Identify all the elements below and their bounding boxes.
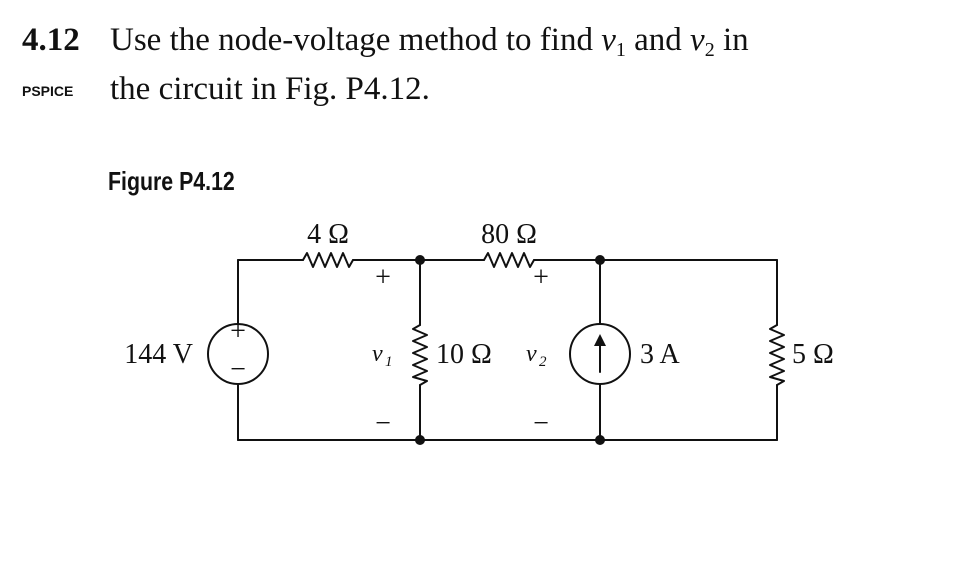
var-v1-subscript: 1 (615, 39, 626, 61)
label-r-10: 10 Ω (436, 339, 492, 370)
var-v1-symbol: v (601, 22, 616, 58)
label-r-4: 4 Ω (307, 219, 349, 250)
resistor-5-ohm (769, 324, 785, 386)
resistor-4-ohm (302, 252, 354, 268)
current-arrow-head-icon (594, 334, 606, 346)
node-v1-top (415, 255, 425, 265)
statement-conjunction: and (625, 22, 691, 58)
label-v2-subscript: 2 (539, 354, 547, 370)
label-vsource: 144 V (124, 339, 193, 370)
v2-minus: − (533, 408, 549, 439)
label-v1-symbol: v (372, 341, 383, 367)
label-isource: 3 A (640, 339, 680, 370)
label-v2-symbol: v (526, 341, 537, 367)
var-v2-symbol: v (690, 22, 705, 58)
label-r-80: 80 Ω (481, 219, 537, 250)
problem-statement-line-2: the circuit in Fig. P4.12. (110, 71, 430, 107)
pspice-tag: PSPICE (22, 83, 74, 99)
v2-plus: + (533, 262, 549, 293)
label-r-5: 5 Ω (792, 339, 834, 370)
label-v1-subscript: 1 (385, 354, 393, 370)
node-v2-bottom (595, 435, 605, 445)
statement-suffix: in (714, 22, 749, 58)
problem-number: 4.12 (22, 22, 80, 58)
v1-plus: + (375, 262, 391, 293)
node-v1-bottom (415, 435, 425, 445)
figure-caption: Figure P4.12 (108, 166, 235, 196)
voltage-source-144v (207, 323, 269, 385)
vsource-minus: − (230, 354, 246, 385)
vsource-plus: + (230, 316, 246, 347)
current-source-3a (569, 323, 631, 385)
resistor-10-ohm (412, 324, 428, 386)
resistor-80-ohm (483, 252, 535, 268)
var-v2-subscript: 2 (704, 39, 715, 61)
statement-prefix: Use the node-voltage method to find (110, 22, 602, 58)
problem-statement-line-1: Use the node-voltage method to find v1 a… (110, 22, 749, 62)
node-v2-top (595, 255, 605, 265)
v1-minus: − (375, 408, 391, 439)
